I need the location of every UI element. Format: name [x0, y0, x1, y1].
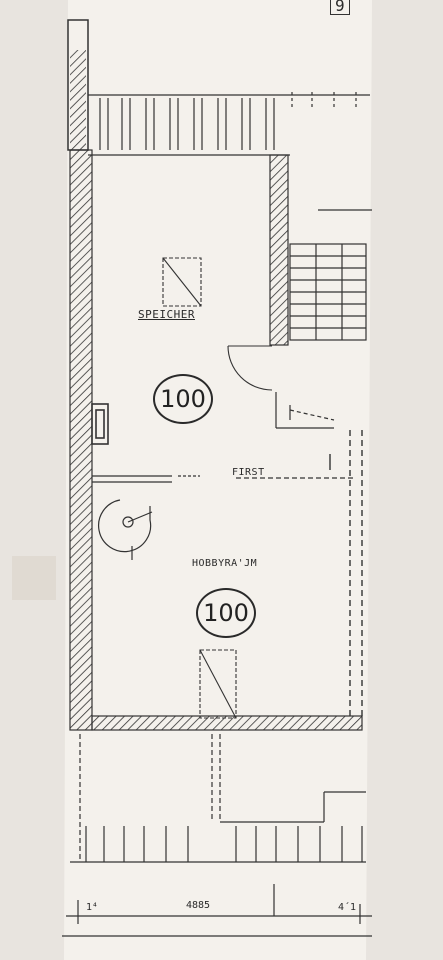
right-partition-wall: [269, 154, 289, 346]
roof-rafters-bottom: [70, 734, 366, 863]
dimension-center: 4885: [186, 900, 211, 911]
dimension-left: 1⁴: [86, 902, 99, 913]
chimney: [91, 403, 109, 445]
room-name-speicher: SPEICHER: [138, 308, 195, 321]
sheet-corner-number: 9: [330, 0, 350, 15]
roof-window-speicher: [162, 257, 202, 307]
room-number-speicher: 100: [153, 374, 213, 424]
dimension-line: [62, 884, 372, 937]
right-exterior-dashed-wall: [329, 430, 363, 720]
spiral-staircase: [98, 499, 153, 560]
left-exterior-wall: [69, 149, 93, 731]
door-swing: [227, 345, 273, 391]
paper-smudge: [12, 556, 56, 600]
room-name-hobbyraum: HOBBYRA'JM: [192, 558, 258, 569]
staircase: [289, 243, 367, 341]
room-number-hobbyraum: 100: [196, 588, 256, 638]
room-partition-line: [92, 475, 356, 483]
dimension-right: 4´1: [338, 902, 357, 913]
wall-stub-door: [275, 392, 335, 429]
ridge-label: FIRST: [232, 467, 265, 478]
bottom-exterior-wall: [91, 715, 363, 731]
roof-rafters-top: [88, 92, 372, 211]
